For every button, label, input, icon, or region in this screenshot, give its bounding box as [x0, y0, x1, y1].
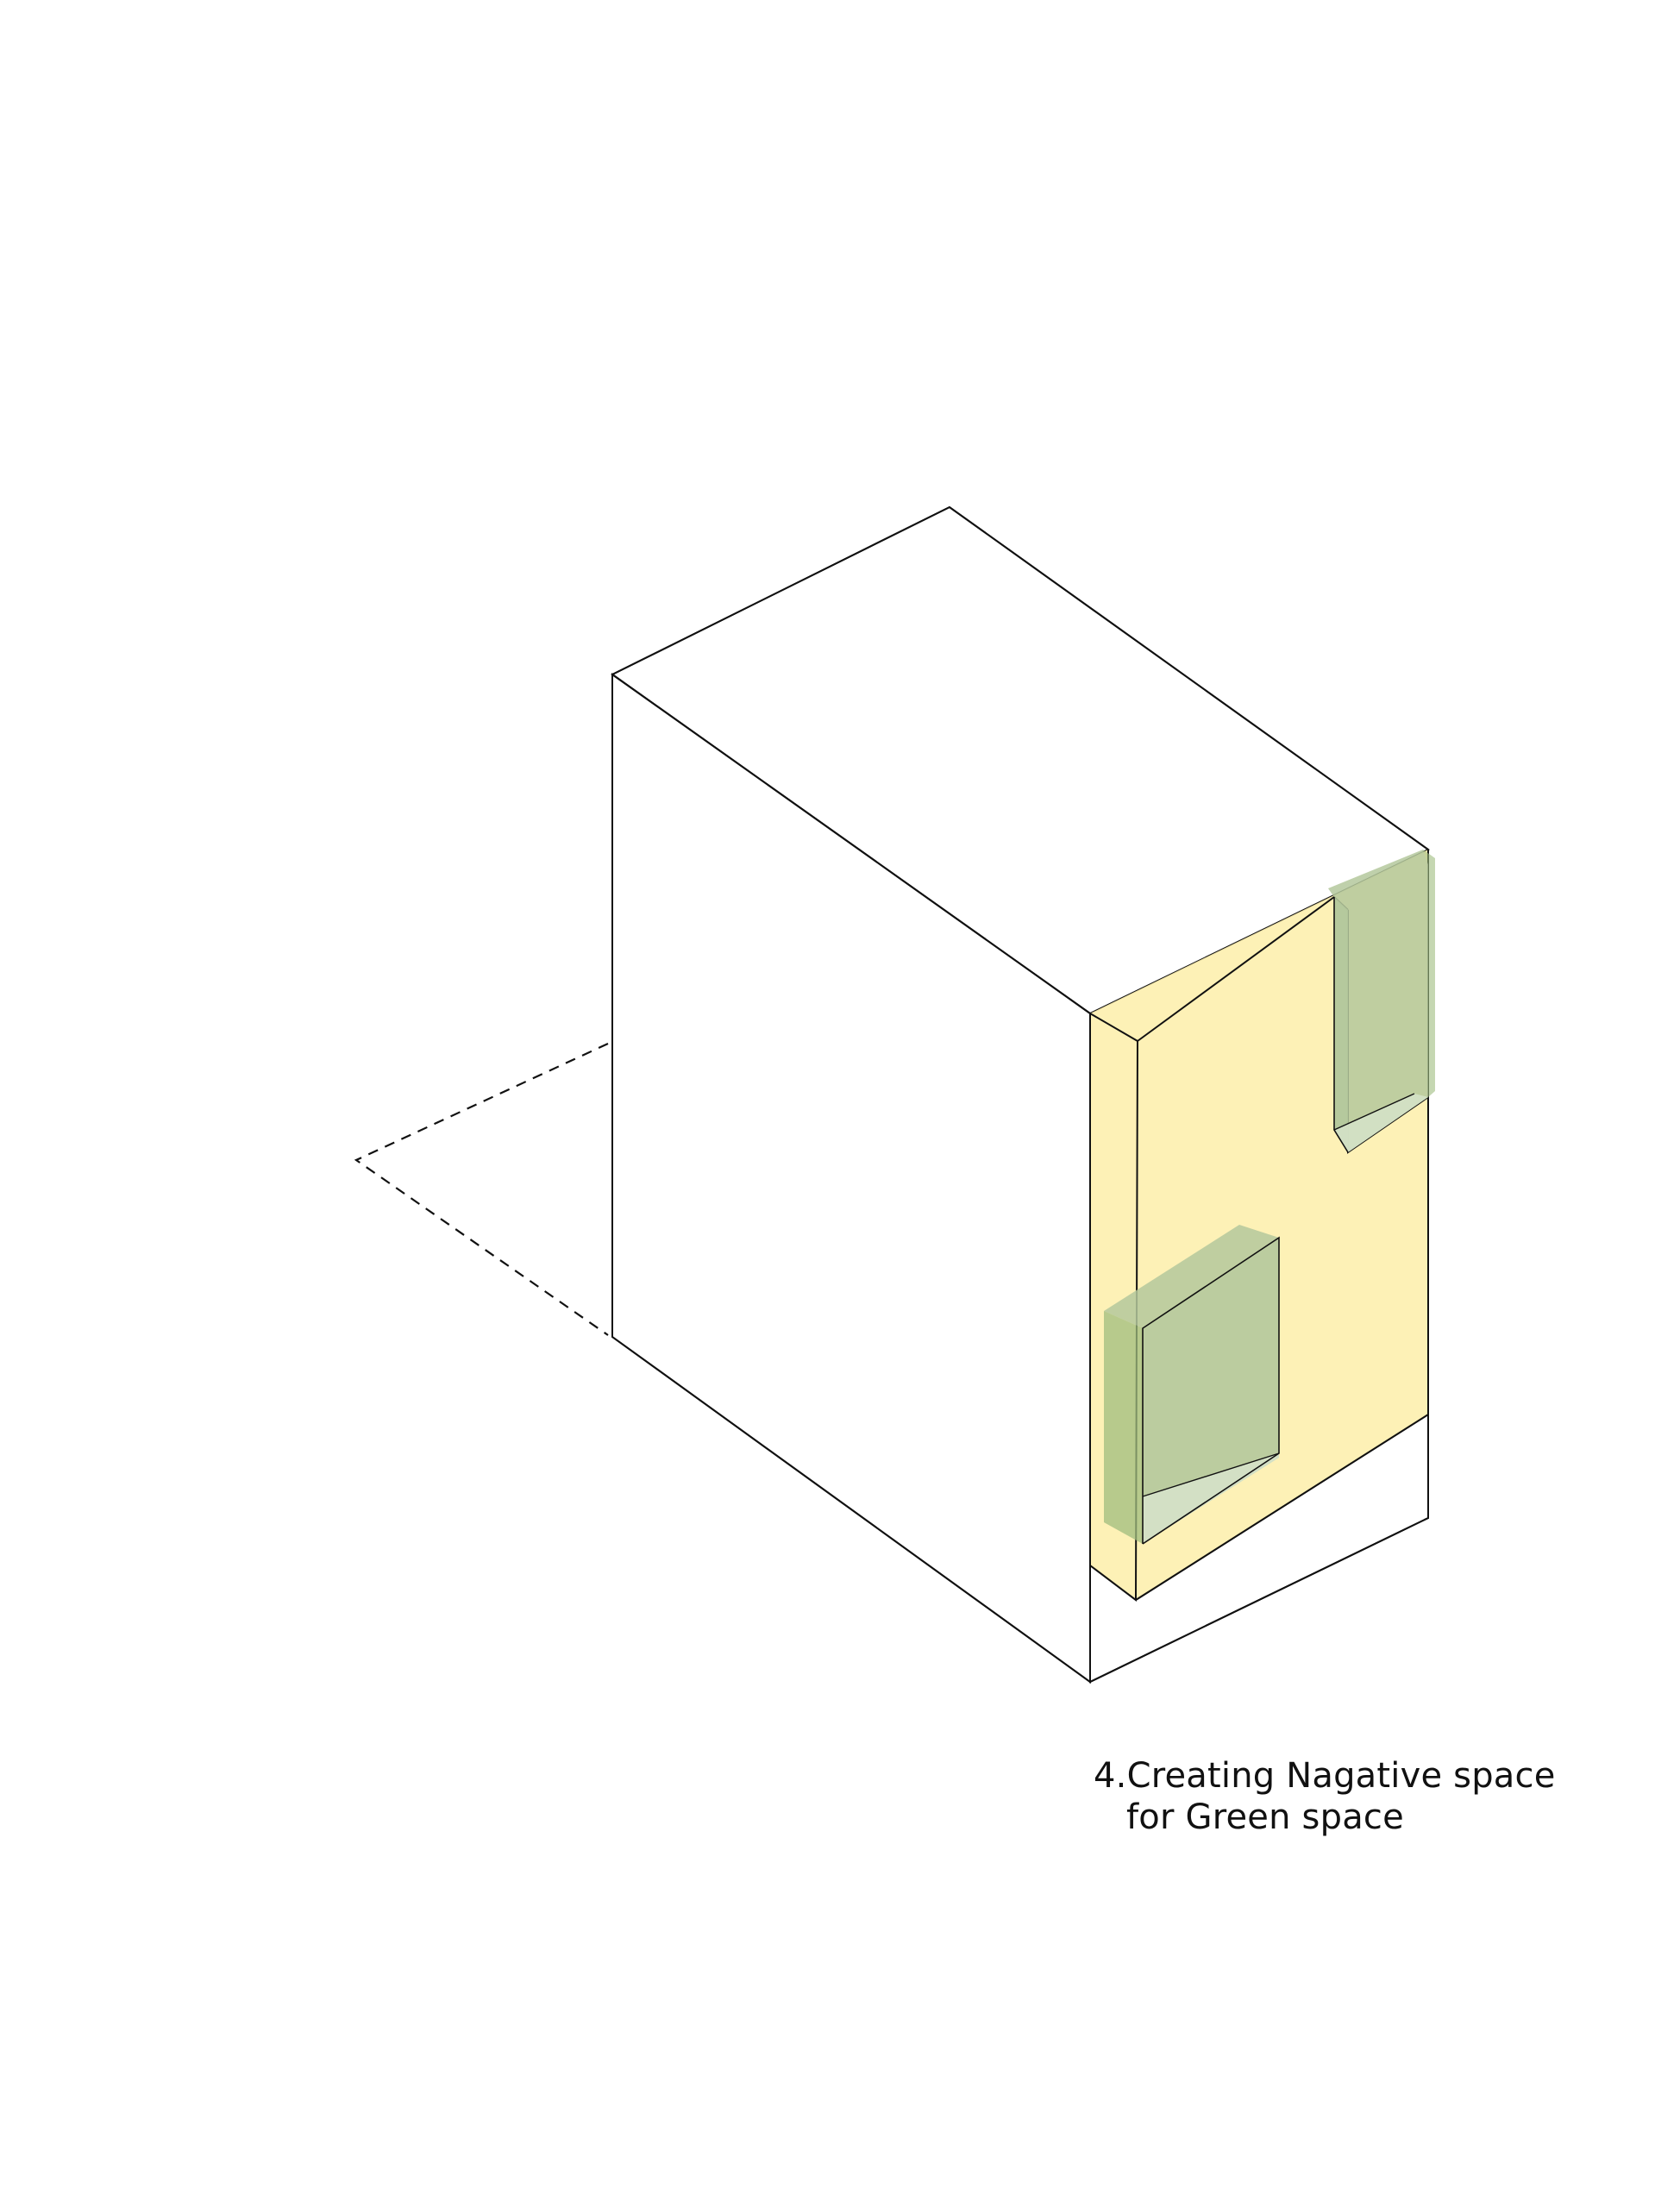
upper-green-space-edge — [1423, 850, 1435, 1097]
upper-green-space-floor — [1334, 1094, 1428, 1152]
diagram-caption: 4.Creating Nagative space for Green spac… — [1094, 1755, 1556, 1838]
box-top-edges — [611, 505, 1429, 850]
upper-recess-inner-line — [1333, 1093, 1415, 1131]
lower-green-space-top — [1104, 1225, 1279, 1328]
lower-recess-outline — [1142, 1236, 1280, 1545]
caption-line-1: 4.Creating Nagative space — [1094, 1755, 1556, 1797]
caption-number: 4. — [1094, 1756, 1127, 1796]
caption-title: Creating Nagative space — [1126, 1756, 1556, 1796]
caption-line-2: for Green space — [1126, 1797, 1404, 1837]
box-right-base-edge — [1089, 1414, 1429, 1683]
lower-green-space-side — [1104, 1311, 1143, 1544]
upper-green-space-side — [1328, 850, 1428, 1152]
lower-recess-floor-line — [1142, 1452, 1280, 1497]
shadow-outline — [354, 1043, 609, 1336]
